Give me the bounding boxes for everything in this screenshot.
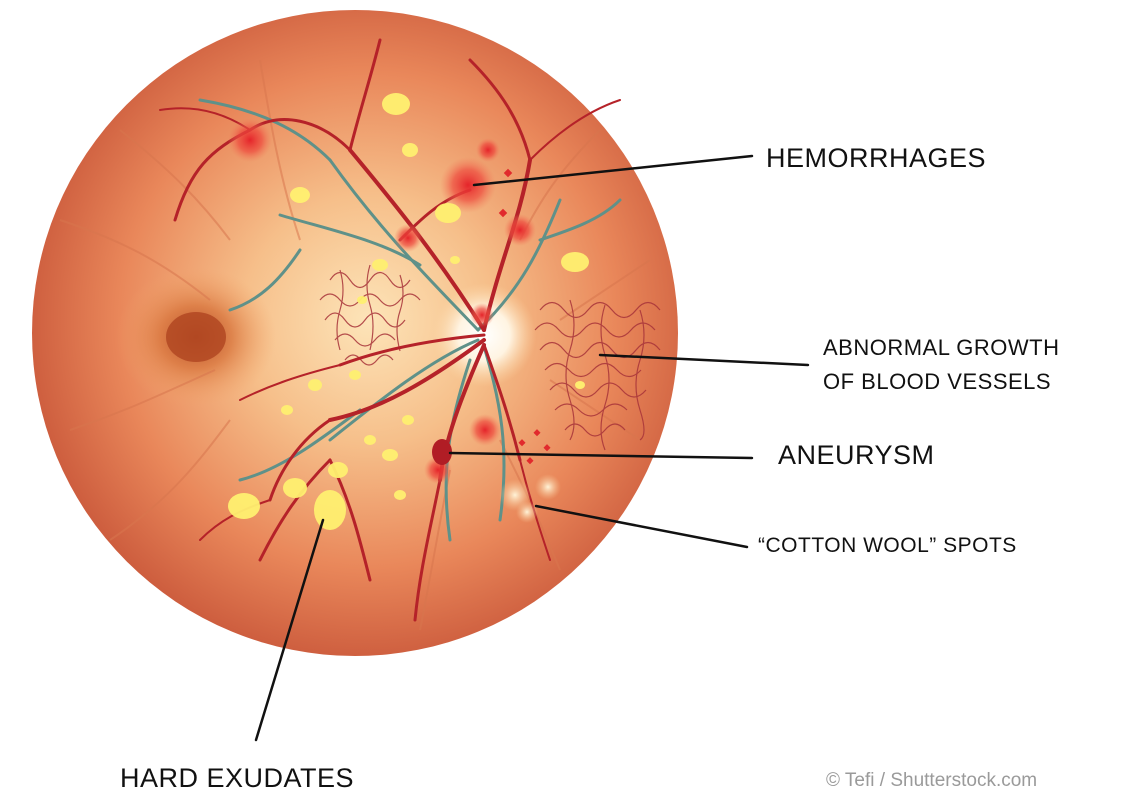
aneurysm — [432, 439, 452, 465]
credit-text: © Tefi / Shutterstock.com — [826, 770, 1037, 792]
label-abnormal-growth-line2: OF BLOOD VESSELS — [823, 365, 1059, 399]
label-cotton-wool: “COTTON WOOL” SPOTS — [758, 534, 1017, 558]
label-aneurysm: ANEURYSM — [778, 440, 935, 471]
label-hard-exudates: HARD EXUDATES — [120, 763, 354, 794]
label-abnormal-growth: ABNORMAL GROWTH OF BLOOD VESSELS — [823, 331, 1059, 399]
label-abnormal-growth-line1: ABNORMAL GROWTH — [823, 331, 1059, 365]
fovea — [166, 312, 226, 362]
label-hemorrhages: HEMORRHAGES — [766, 143, 986, 174]
